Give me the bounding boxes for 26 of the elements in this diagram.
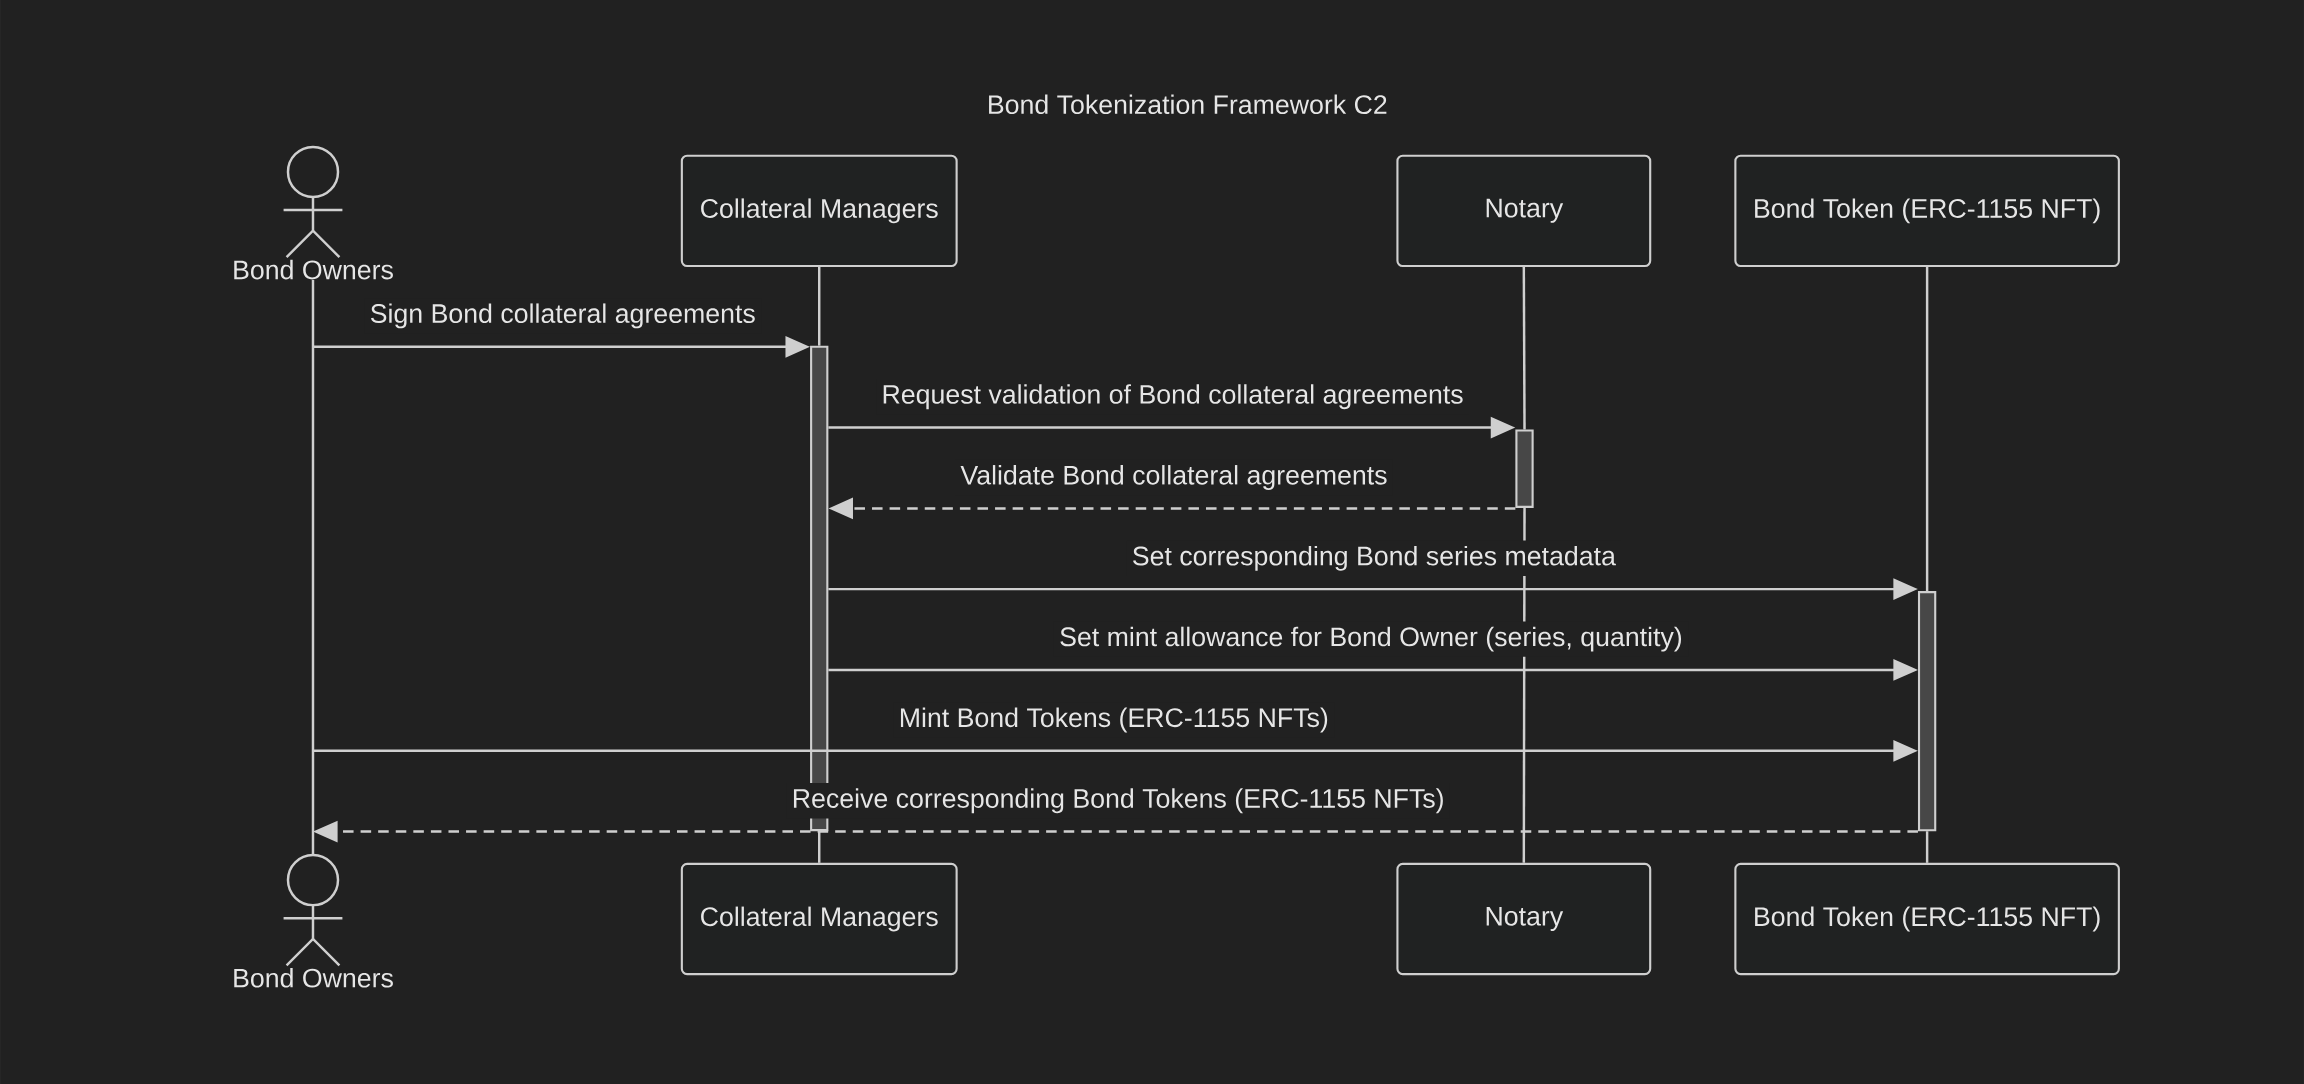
activation-bar	[1515, 429, 1534, 508]
lifeline	[311, 279, 315, 856]
diagram-title: Bond Tokenization Framework C2	[989, 94, 1387, 114]
actor-figure: Bond Owners	[234, 145, 393, 280]
lifeline	[1925, 266, 1929, 591]
lifeline	[1522, 266, 1526, 430]
actor-figure: Bond Owners	[234, 853, 393, 988]
message-label: Mint Bond Tokens (ERC-1155 NFTs)	[893, 702, 1335, 738]
message-label: Set corresponding Bond series metadata	[1126, 540, 1622, 576]
participant-box: Collateral Managers	[680, 154, 958, 267]
message-label: Request validation of Bond collateral agreements	[876, 378, 1469, 415]
participant-box: Bond Token (ERC-1155 NFT)	[1734, 862, 2120, 975]
participant-box: Notary	[1396, 154, 1652, 267]
participant-box: Collateral Managers	[680, 862, 958, 975]
lifeline	[1925, 831, 1929, 863]
lifeline	[818, 831, 821, 863]
message-label: Validate Bond collateral agreements	[955, 459, 1393, 496]
participant-box: Bond Token (ERC-1155 NFT)	[1734, 154, 2120, 267]
message-label: Set mint allowance for Bond Owner (series, quantity)	[1053, 621, 1689, 657]
node-label: Bond Owners	[234, 967, 393, 988]
activation-bar	[1917, 590, 1937, 832]
node-label: Bond Owners	[234, 259, 393, 280]
message-label: Sign Bond collateral agreements	[364, 297, 762, 334]
message-label: Receive corresponding Bond Tokens (ERC-1155 NFTs)	[786, 782, 1450, 819]
lifeline	[818, 266, 821, 346]
participant-box: Notary	[1396, 862, 1652, 975]
